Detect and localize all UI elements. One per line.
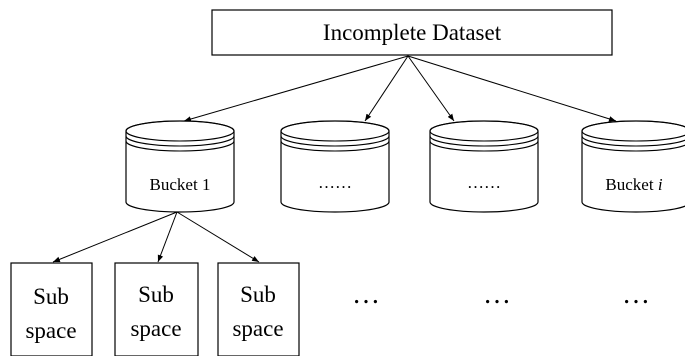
subspace-2: Sub space xyxy=(114,262,199,356)
root-label: Incomplete Dataset xyxy=(323,20,502,45)
subspace-label-line1: Sub xyxy=(33,284,69,309)
subspace-label-line1: Sub xyxy=(138,282,174,307)
bucket-label: …… xyxy=(467,173,501,192)
bucket-label: …… xyxy=(318,173,352,192)
edge-bucket-subspace-3 xyxy=(176,211,260,263)
edge-root-bucket-3 xyxy=(407,55,455,122)
subspace-3: Sub space xyxy=(217,262,300,356)
bucket-1: Bucket 1 xyxy=(125,120,235,213)
continuation-marks: … … … xyxy=(352,279,650,310)
ellipsis-mark: … xyxy=(352,279,380,310)
root-box xyxy=(211,9,613,56)
bucket-to-subspace-edges xyxy=(52,211,260,263)
bucket-label: Bucket 1 xyxy=(150,175,211,194)
subspace-label-line2: space xyxy=(130,316,181,341)
edge-root-bucket-1 xyxy=(183,55,409,122)
bucket-3: …… xyxy=(429,120,539,213)
bucket-4: Bucket i xyxy=(581,120,685,213)
root-to-bucket-edges xyxy=(183,55,617,122)
edge-root-bucket-2 xyxy=(364,55,409,122)
root-node: Incomplete Dataset xyxy=(211,9,613,56)
bucket-2: …… xyxy=(280,120,390,213)
edge-root-bucket-4 xyxy=(407,55,617,122)
subspace-label-line2: space xyxy=(232,316,283,341)
subspace-label-line1: Sub xyxy=(240,282,276,307)
subspace-1: Sub space xyxy=(10,262,93,356)
edge-bucket-subspace-2 xyxy=(157,211,178,263)
ellipsis-mark: … xyxy=(622,279,650,310)
bucket-label: Bucket i xyxy=(605,175,662,194)
edge-bucket-subspace-1 xyxy=(52,211,178,263)
subspace-label-line2: space xyxy=(25,318,76,343)
ellipsis-mark: … xyxy=(483,279,511,310)
